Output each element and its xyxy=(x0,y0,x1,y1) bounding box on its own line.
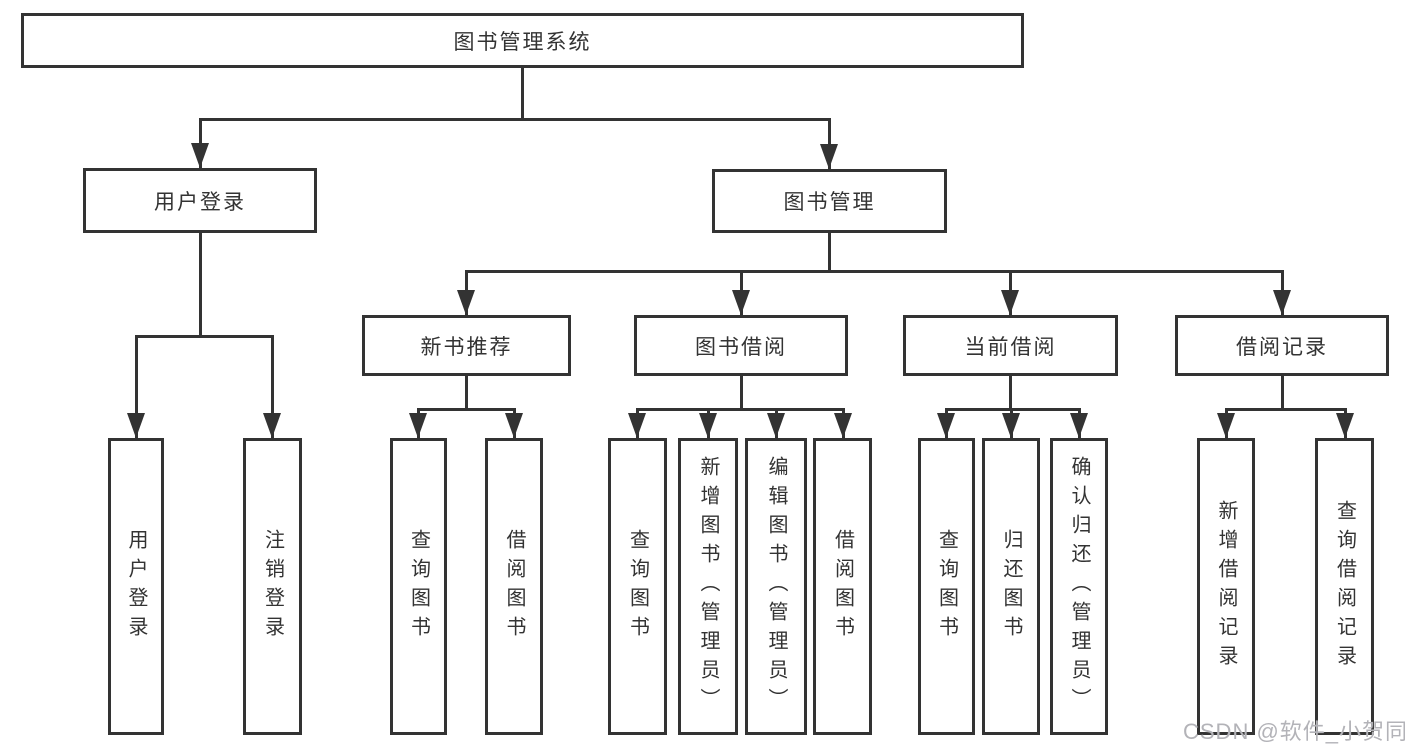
leaf-edit-books-admin: 编辑图书（管理员） xyxy=(745,438,807,735)
leaf-confirm-return-admin: 确认归还（管理员） xyxy=(1050,438,1108,735)
arrowhead-book-management-icon xyxy=(820,144,838,169)
arrowhead-leaf-user-login-icon xyxy=(127,413,145,438)
arrowhead-leaf-logout-icon xyxy=(263,413,281,438)
leaf-logout-label: 注销登录 xyxy=(261,528,284,645)
node-book-borrow: 图书借阅 xyxy=(634,315,848,376)
leaf-borrow-books-recommend-label: 借阅图书 xyxy=(503,528,525,645)
leaf-query-books-recommend-label: 查询图书 xyxy=(407,528,430,645)
arrowhead-borrow-recommend-icon xyxy=(505,413,523,438)
arrowhead-add-books-icon xyxy=(699,413,717,438)
leaf-add-books-admin-label: 新增图书（管理员） xyxy=(697,456,719,717)
arrowhead-return-books-icon xyxy=(1002,413,1020,438)
leaf-logout: 注销登录 xyxy=(243,438,302,735)
node-root-label: 图书管理系统 xyxy=(453,30,592,54)
connector-new-book-bus xyxy=(417,408,515,411)
arrowhead-edit-books-icon xyxy=(767,413,785,438)
arrowhead-query-record-icon xyxy=(1336,413,1354,438)
connector-borrow-records-bus xyxy=(1225,408,1346,411)
leaf-return-books: 归还图书 xyxy=(982,438,1040,735)
node-book-management-label: 图书管理 xyxy=(783,191,876,214)
connector-drop-leaf-logout xyxy=(271,335,274,438)
leaf-borrow-books: 借阅图书 xyxy=(813,438,872,735)
connector-new-book-trunk xyxy=(465,376,468,411)
connector-borrow-records-trunk xyxy=(1281,376,1284,411)
node-new-book-recommend: 新书推荐 xyxy=(362,315,571,376)
leaf-add-books-admin: 新增图书（管理员） xyxy=(678,438,738,735)
arrowhead-query-borrow-icon xyxy=(628,413,646,438)
arrowhead-book-borrow-icon xyxy=(732,290,750,315)
leaf-confirm-return-admin-label: 确认归还（管理员） xyxy=(1068,456,1090,717)
node-user-login-label: 用户登录 xyxy=(154,190,246,214)
leaf-borrow-books-recommend: 借阅图书 xyxy=(485,438,543,735)
leaf-query-books-recommend: 查询图书 xyxy=(390,438,447,735)
leaf-query-books-borrow-label: 查询图书 xyxy=(626,528,649,645)
csdn-watermark: CSDN @软件_小贺同学 xyxy=(1183,714,1405,746)
connector-book-borrow-trunk xyxy=(740,376,743,411)
node-root: 图书管理系统 xyxy=(21,13,1024,68)
arrowhead-user-login-icon xyxy=(191,143,209,168)
connector-book-management-trunk xyxy=(828,233,831,273)
leaf-user-login: 用户登录 xyxy=(108,438,164,735)
node-new-book-recommend-label: 新书推荐 xyxy=(420,335,513,359)
connector-user-login-bus xyxy=(135,335,274,338)
node-book-management: 图书管理 xyxy=(712,169,947,233)
node-current-borrow: 当前借阅 xyxy=(903,315,1118,376)
node-book-borrow-label: 图书借阅 xyxy=(695,335,787,359)
leaf-query-books-current-label: 查询图书 xyxy=(935,528,958,645)
connector-root-trunk xyxy=(521,68,524,121)
leaf-user-login-label: 用户登录 xyxy=(125,528,147,645)
arrowhead-query-current-icon xyxy=(937,413,955,438)
arrowhead-current-borrow-icon xyxy=(1001,290,1019,315)
leaf-query-books-borrow: 查询图书 xyxy=(608,438,667,735)
node-borrow-records-label: 借阅记录 xyxy=(1236,335,1328,359)
csdn-watermark-text: CSDN @软件_小贺同 xyxy=(1183,719,1405,744)
connector-root-bus xyxy=(199,118,831,121)
arrowhead-confirm-return-icon xyxy=(1070,413,1088,438)
arrowhead-query-recommend-icon xyxy=(409,413,427,438)
leaf-edit-books-admin-label: 编辑图书（管理员） xyxy=(765,456,787,717)
leaf-add-borrow-record: 新增借阅记录 xyxy=(1197,438,1255,735)
node-borrow-records: 借阅记录 xyxy=(1175,315,1389,376)
node-user-login: 用户登录 xyxy=(83,168,317,233)
connector-current-borrow-trunk xyxy=(1009,376,1012,411)
connector-drop-book-management xyxy=(828,118,831,169)
leaf-query-books-current: 查询图书 xyxy=(918,438,975,735)
arrowhead-add-record-icon xyxy=(1217,413,1235,438)
leaf-add-borrow-record-label: 新增借阅记录 xyxy=(1215,499,1237,674)
connector-book-management-bus xyxy=(465,270,1283,273)
leaf-return-books-label: 归还图书 xyxy=(1000,528,1022,645)
connector-user-login-trunk xyxy=(199,233,202,338)
connector-drop-leaf-user-login xyxy=(135,335,138,438)
leaf-query-borrow-record: 查询借阅记录 xyxy=(1315,438,1374,735)
arrowhead-borrow-books-icon xyxy=(834,413,852,438)
arrowhead-borrow-records-icon xyxy=(1273,290,1291,315)
arrowhead-new-book-icon xyxy=(457,290,475,315)
connector-book-borrow-bus xyxy=(636,408,844,411)
leaf-query-borrow-record-label: 查询借阅记录 xyxy=(1333,499,1356,674)
node-current-borrow-label: 当前借阅 xyxy=(964,335,1057,359)
leaf-borrow-books-label: 借阅图书 xyxy=(831,528,854,645)
